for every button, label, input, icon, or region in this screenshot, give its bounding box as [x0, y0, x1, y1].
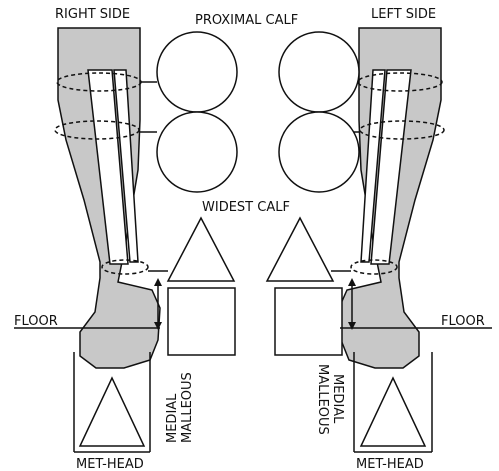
right-ankle-triangle: [168, 218, 234, 281]
right-leg: [58, 28, 160, 368]
floor-label-right-side: FLOOR: [14, 314, 58, 329]
left-ankle-triangle: [267, 218, 333, 281]
calf-circles: [157, 32, 359, 192]
left-proximal-calf-circle: [279, 32, 359, 112]
proximal-calf-label: PROXIMAL CALF: [195, 13, 298, 28]
medial-malleous-right-label: MEDIAL MALLEOUS: [165, 372, 195, 443]
met-head-label-right-side: MET-HEAD: [76, 457, 144, 471]
left-met-head-triangle: [361, 378, 425, 446]
met-head-label-left-side: MET-HEAD: [356, 457, 424, 471]
medial-malleous-right-line2: MALLEOUS: [180, 372, 195, 443]
left-side-label: LEFT SIDE: [371, 7, 436, 22]
ankle-shapes: [168, 218, 342, 355]
medial-malleous-left-label: MEDIAL MALLEOUS: [315, 364, 345, 435]
right-met-head-triangle: [80, 378, 144, 446]
right-proximal-calf-circle: [157, 32, 237, 112]
floor-label-left-side: FLOOR: [441, 314, 485, 329]
right-malleous-square: [168, 288, 235, 355]
right-side-label: RIGHT SIDE: [55, 7, 130, 22]
medial-malleous-right-line1: MEDIAL: [165, 393, 180, 443]
right-widest-calf-circle: [157, 112, 237, 192]
right-height-arrow-top: [154, 278, 162, 286]
widest-calf-label: WIDEST CALF: [202, 200, 290, 215]
medial-malleous-left-line2: MALLEOUS: [315, 364, 330, 435]
medial-malleous-left-line1: MEDIAL: [330, 374, 345, 424]
left-widest-calf-circle: [279, 112, 359, 192]
left-height-arrow-top: [348, 278, 356, 286]
left-malleous-square: [275, 288, 342, 355]
